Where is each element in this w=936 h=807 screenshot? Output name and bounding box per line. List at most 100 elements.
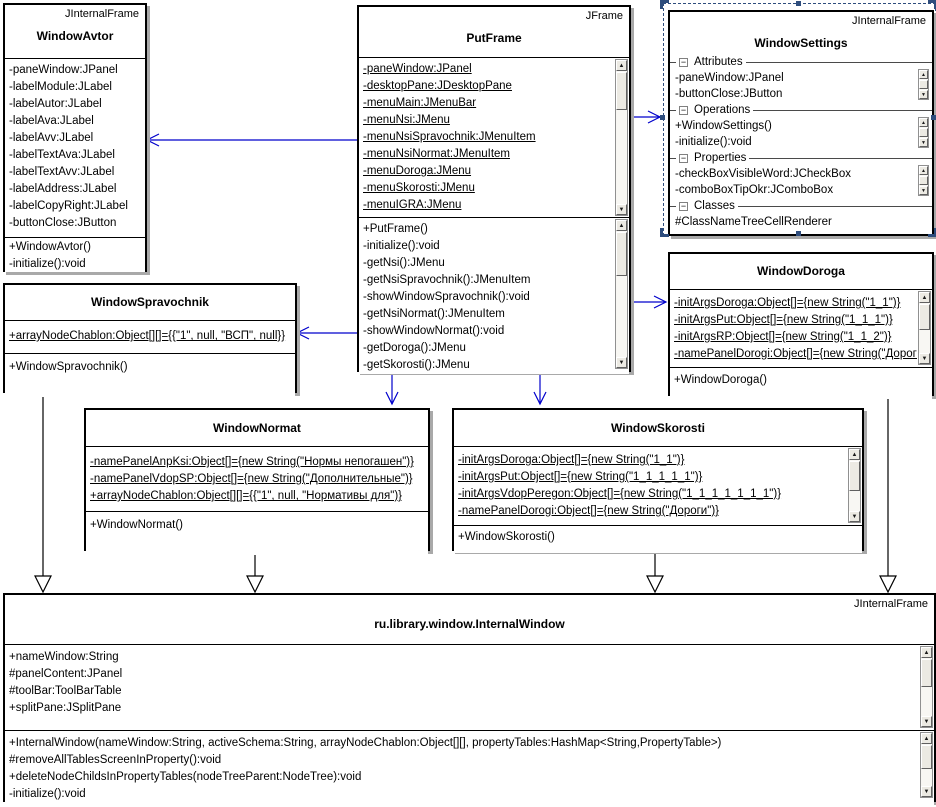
scrollbar-thumb[interactable]: [919, 176, 928, 185]
stereotype-label: JFrame: [585, 10, 623, 22]
member-row: +arrayNodeChablon:Object[][]={{"1", null…: [90, 490, 402, 502]
scroll-down-icon[interactable]: ▼: [919, 90, 928, 99]
association-putframe-windowsettings[interactable]: [627, 110, 662, 124]
fields-scrollbar[interactable]: ▲▼: [918, 291, 931, 365]
collapse-icon[interactable]: −: [679, 200, 688, 211]
stereotype-label: JInternalFrame: [852, 15, 926, 27]
scroll-down-icon[interactable]: ▼: [921, 786, 932, 797]
member-row: +PutFrame(): [363, 223, 428, 235]
class-box-windowsettings[interactable]: JInternalFrame WindowSettings − Attribut…: [668, 10, 934, 236]
selection-mid-handle[interactable]: [660, 115, 665, 120]
scroll-up-icon[interactable]: ▲: [616, 60, 627, 71]
scroll-down-icon[interactable]: ▼: [921, 716, 932, 727]
scroll-up-icon[interactable]: ▲: [919, 292, 930, 303]
class-box-putframe[interactable]: JFrame PutFrame -paneWindow:JPanel-deskt…: [357, 5, 631, 374]
methods-scrollbar[interactable]: ▲▼: [615, 219, 628, 369]
scroll-up-icon[interactable]: ▲: [919, 118, 928, 127]
member-row: -labelCopyRight:JLabel: [9, 200, 128, 212]
class-name: WindowSpravochnik: [91, 295, 209, 309]
scroll-down-icon[interactable]: ▼: [849, 511, 860, 522]
member-row: -initialize():void: [675, 136, 752, 148]
scroll-down-icon[interactable]: ▼: [616, 204, 627, 215]
scroll-up-icon[interactable]: ▲: [921, 733, 932, 744]
member-row: #toolBar:ToolBarTable: [9, 685, 122, 697]
member-row: -labelAddress:JLabel: [9, 183, 117, 195]
scrollbar-thumb[interactable]: [919, 128, 928, 137]
member-row: -menuSkorosti:JMenu: [363, 182, 475, 194]
fields-scrollbar[interactable]: ▲▼: [615, 59, 628, 216]
member-row: #removeAllTablesScreenInProperty():void: [9, 754, 222, 766]
class-box-windownormat[interactable]: WindowNormat -namePanelAnpKsi:Object[]={…: [84, 408, 430, 555]
association-putframe-windowavtor[interactable]: [145, 133, 357, 147]
methods-scrollbar[interactable]: ▲▼: [920, 732, 933, 798]
methods-compartment: +WindowDoroga(): [670, 367, 932, 399]
scroll-up-icon[interactable]: ▲: [616, 220, 627, 231]
group-operations-scrollbar[interactable]: ▲▼: [918, 117, 929, 148]
member-row: -initArgsDoroga:Object[]={new String("1_…: [674, 297, 901, 309]
collapse-icon[interactable]: −: [679, 152, 688, 163]
scrollbar-thumb[interactable]: [919, 80, 928, 89]
scroll-up-icon[interactable]: ▲: [921, 647, 932, 658]
scrollbar-thumb[interactable]: [919, 304, 930, 330]
group-attributes-items: -paneWindow:JPanel-buttonClose:JButton: [670, 70, 932, 102]
group-properties-scrollbar[interactable]: ▲▼: [918, 165, 929, 196]
selection-corner-handle[interactable]: [660, 0, 669, 9]
member-row: -namePanelDorogi:Object[]={new String("Д…: [458, 505, 719, 517]
class-box-internalwindow[interactable]: JInternalFrame ru.library.window.Interna…: [3, 593, 936, 805]
selection-mid-handle[interactable]: [796, 231, 801, 236]
fields-compartment: -paneWindow:JPanel-desktopPane:JDesktopP…: [359, 57, 629, 221]
scroll-up-icon[interactable]: ▲: [919, 166, 928, 175]
fields-scrollbar[interactable]: ▲▼: [848, 448, 861, 523]
scrollbar-thumb[interactable]: [616, 232, 627, 276]
scroll-up-icon[interactable]: ▲: [849, 449, 860, 460]
association-putframe-windowspravochnik[interactable]: [295, 326, 357, 340]
member-row: -menuIGRA:JMenu: [363, 199, 462, 211]
scrollbar-thumb[interactable]: [921, 745, 932, 769]
collapse-icon[interactable]: −: [679, 56, 688, 67]
group-label: Properties: [694, 152, 747, 164]
generalization-windowdoroga-internalwindow[interactable]: [879, 392, 897, 594]
group-attributes-scrollbar[interactable]: ▲▼: [918, 69, 929, 100]
member-row: -labelAvv:JLabel: [9, 132, 94, 144]
member-row: +WindowSkorosti(): [458, 531, 555, 543]
class-box-windowdoroga[interactable]: WindowDoroga -initArgsDoroga:Object[]={n…: [668, 252, 934, 399]
scrollbar-thumb[interactable]: [616, 72, 627, 110]
scroll-down-icon[interactable]: ▼: [919, 138, 928, 147]
selection-corner-handle[interactable]: [928, 228, 936, 237]
scroll-down-icon[interactable]: ▼: [919, 353, 930, 364]
fields-compartment: +nameWindow:String#panelContent:JPanel#t…: [5, 644, 934, 735]
class-box-windowspravochnik[interactable]: WindowSpravochnik +arrayNodeChablon:Obje…: [3, 283, 297, 397]
group-label: Attributes: [694, 56, 743, 68]
association-putframe-windowskorosti[interactable]: [533, 368, 547, 406]
scrollbar-thumb[interactable]: [921, 659, 932, 687]
selection-corner-handle[interactable]: [660, 228, 669, 237]
association-putframe-windowdoroga[interactable]: [627, 295, 668, 309]
group-label: Operations: [694, 104, 751, 116]
collapse-icon[interactable]: −: [679, 104, 688, 115]
member-row: -getNsi():JMenu: [363, 257, 445, 269]
member-row: -labelAutor:JLabel: [9, 98, 102, 110]
selection-mid-handle[interactable]: [796, 1, 801, 6]
fields-scrollbar[interactable]: ▲▼: [920, 646, 933, 728]
scroll-down-icon[interactable]: ▼: [919, 186, 928, 195]
association-putframe-windownormat[interactable]: [385, 368, 399, 406]
generalization-windowskorosti-internalwindow[interactable]: [646, 547, 664, 594]
class-name: WindowSettings: [754, 36, 848, 50]
scrollbar-thumb[interactable]: [849, 461, 860, 491]
fields-compartment: -initArgsDoroga:Object[]={new String("1_…: [454, 446, 862, 531]
scroll-up-icon[interactable]: ▲: [919, 70, 928, 79]
generalization-windowspravochnik-internalwindow[interactable]: [34, 389, 52, 594]
scroll-down-icon[interactable]: ▼: [616, 357, 627, 368]
member-row: -comboBoxTipOkr:JComboBox: [675, 184, 834, 196]
class-box-windowavtor[interactable]: JInternalFrame WindowAvtor -paneWindow:J…: [3, 3, 147, 272]
member-row: -initArgsPut:Object[]={new String("1_1_1…: [674, 314, 893, 326]
class-box-windowskorosti[interactable]: WindowSkorosti -initArgsDoroga:Object[]=…: [452, 408, 864, 553]
member-row: -menuMain:JMenuBar: [363, 97, 477, 109]
member-row: -initialize():void: [9, 788, 86, 800]
fields-compartment: -initArgsDoroga:Object[]={new String("1_…: [670, 289, 932, 373]
methods-compartment: +WindowSpravochnik(): [5, 353, 295, 397]
selection-corner-handle[interactable]: [928, 0, 936, 9]
selection-mid-handle[interactable]: [931, 115, 936, 120]
class-name: ru.library.window.InternalWindow: [374, 617, 565, 631]
